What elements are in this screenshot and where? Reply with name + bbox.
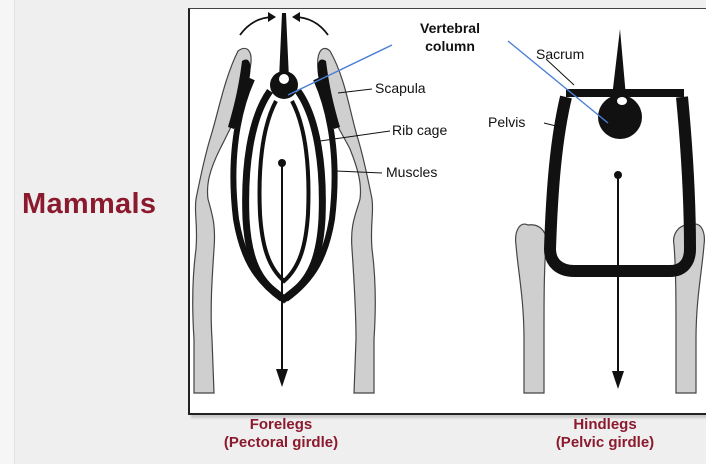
skeleton-diagram: Vertebral column Scapula Rib cage Muscle… xyxy=(188,8,706,415)
pectoral-girdle-subtitle: (Pectoral girdle) xyxy=(206,434,356,452)
left-femur xyxy=(516,224,547,393)
label-rib-cage: Rib cage xyxy=(392,122,447,138)
forelegs-caption: Forelegs (Pectoral girdle) xyxy=(206,416,356,452)
rotation-arrowhead-right xyxy=(292,12,300,22)
girdle-illustration: Vertebral column Scapula Rib cage Muscle… xyxy=(190,9,706,413)
sacrum-leader xyxy=(546,59,574,85)
label-pelvis: Pelvis xyxy=(488,114,525,130)
hindlegs-title: Hindlegs xyxy=(530,416,680,434)
label-sacrum: Sacrum xyxy=(536,46,584,62)
pelvic-gravity-arrowhead xyxy=(612,371,624,389)
pelvic-girdle-drawing xyxy=(516,29,705,393)
rib-cage xyxy=(246,91,323,299)
hindlegs-caption: Hindlegs (Pelvic girdle) xyxy=(530,416,680,452)
spinal-canal xyxy=(279,74,289,84)
forelegs-title: Forelegs xyxy=(206,416,356,434)
sacrum-spine xyxy=(612,29,626,97)
pectoral-girdle-drawing xyxy=(193,12,376,393)
label-vertebral: Vertebral xyxy=(420,20,480,36)
label-column: column xyxy=(425,38,475,54)
slide-left-margin xyxy=(0,0,15,464)
gravity-arrowhead xyxy=(276,369,288,387)
label-muscles: Muscles xyxy=(386,164,437,180)
vertebral-spine xyxy=(279,13,289,79)
section-title: Mammals xyxy=(22,188,156,221)
sacral-canal xyxy=(617,97,627,105)
rib-cage-inner xyxy=(260,101,309,281)
label-scapula: Scapula xyxy=(375,80,426,96)
pelvic-girdle-subtitle: (Pelvic girdle) xyxy=(530,434,680,452)
rotation-arrowhead-left xyxy=(268,12,276,22)
